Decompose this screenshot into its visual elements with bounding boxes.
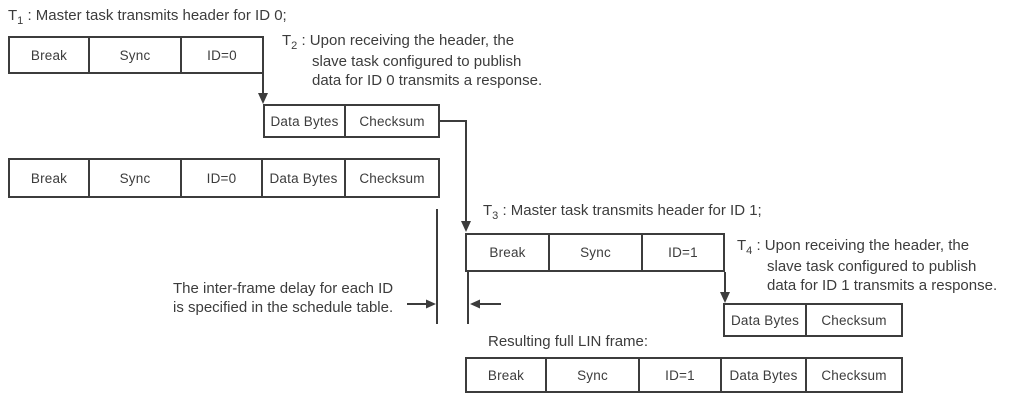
frame-response-id0: Data Bytes Checksum: [263, 104, 440, 138]
frame-cell-break: Break: [10, 160, 90, 196]
t2-line-1: T2 : Upon receiving the header, the: [282, 31, 542, 52]
frame-cell-sync: Sync: [550, 235, 643, 270]
interframe-arrow-left: [470, 299, 501, 309]
interframe-delay-note: The inter-frame delay for each ID is spe…: [173, 279, 393, 317]
t2-annotation: T2 : Upon receiving the header, the slav…: [282, 31, 542, 90]
frame-cell-break: Break: [10, 38, 90, 72]
arrowhead-down-icon: [720, 292, 730, 303]
t3-text: : Master task transmits header for ID 1;: [498, 202, 762, 219]
frame-header-id1: Break Sync ID=1: [465, 233, 725, 272]
t1-symbol: T: [8, 7, 18, 24]
frame-cell-data-bytes: Data Bytes: [263, 160, 346, 196]
frame-cell-id: ID=0: [207, 47, 237, 63]
t4-line-1: T4 : Upon receiving the header, the: [737, 236, 997, 257]
resulting-frame-label: Resulting full LIN frame:: [488, 333, 649, 350]
frame-cell-data-bytes: Data Bytes: [725, 305, 807, 335]
t3-annotation: T3 : Master task transmits header for ID…: [483, 201, 762, 222]
t3-symbol: T: [483, 202, 493, 219]
t1-subscript: 1: [17, 14, 24, 27]
frame-cell-break: Break: [467, 359, 547, 391]
t3-subscript: 3: [492, 209, 499, 222]
t4-symbol: T: [737, 237, 747, 254]
t2-line-3: data for ID 0 transmits a response.: [312, 72, 543, 89]
frame-cell-sync: Sync: [90, 160, 182, 196]
t4-line-2: slave task configured to publish: [767, 258, 977, 275]
t1-line: T1 : Master task transmits header for ID…: [8, 6, 287, 27]
frame-cell-data-bytes: Data Bytes: [722, 359, 807, 391]
frame-cell-id: ID=0: [182, 160, 263, 196]
frame-cell-checksum: Checksum: [359, 170, 425, 186]
t4-line-3: data for ID 1 transmits a response.: [767, 277, 998, 294]
interframe-note-line-2: is specified in the schedule table.: [173, 299, 394, 316]
frame-cell-checksum: Checksum: [821, 367, 887, 383]
frame-cell-checksum: Checksum: [821, 312, 887, 328]
interframe-note-line-1: The inter-frame delay for each ID: [173, 280, 394, 297]
frame-cell-sync: Sync: [90, 38, 182, 72]
frame-cell-id: ID=1: [640, 359, 722, 391]
frame-cell-checksum: Checksum: [359, 113, 425, 129]
t1-annotation: T1 : Master task transmits header for ID…: [8, 6, 287, 27]
t2-text: : Upon receiving the header, the: [297, 32, 515, 49]
t2-symbol: T: [282, 32, 292, 49]
t2-line-2: slave task configured to publish: [312, 53, 522, 70]
t4-subscript: 4: [746, 244, 753, 257]
arrowhead-down-icon: [258, 93, 268, 104]
arrowhead-left-icon: [470, 299, 480, 309]
t3-line: T3 : Master task transmits header for ID…: [483, 201, 762, 222]
frame-header-id0: Break Sync ID=0: [8, 36, 264, 74]
connector-response-id0-to-header-id1: [440, 120, 471, 232]
t2-subscript: 2: [291, 39, 298, 52]
t4-annotation: T4 : Upon receiving the header, the slav…: [737, 236, 997, 295]
t4-text: : Upon receiving the header, the: [752, 237, 970, 254]
arrow-header-id1-to-response-id1: [720, 272, 730, 303]
frame-full-id1: Break Sync ID=1 Data Bytes Checksum: [465, 357, 903, 393]
frame-response-id1: Data Bytes Checksum: [723, 303, 903, 337]
frame-cell-data-bytes: Data Bytes: [265, 106, 346, 136]
arrowhead-down-icon: [461, 221, 471, 232]
t1-text: : Master task transmits header for ID 0;: [23, 7, 287, 24]
arrow-header-id0-to-response-id0: [258, 74, 268, 104]
arrowhead-right-icon: [426, 299, 436, 309]
frame-cell-sync: Sync: [547, 359, 640, 391]
frame-cell-break: Break: [467, 235, 550, 270]
frame-full-id0: Break Sync ID=0 Data Bytes Checksum: [8, 158, 440, 198]
frame-cell-id: ID=1: [668, 245, 698, 260]
interframe-arrow-right: [407, 299, 436, 309]
connector-line: [440, 120, 467, 224]
